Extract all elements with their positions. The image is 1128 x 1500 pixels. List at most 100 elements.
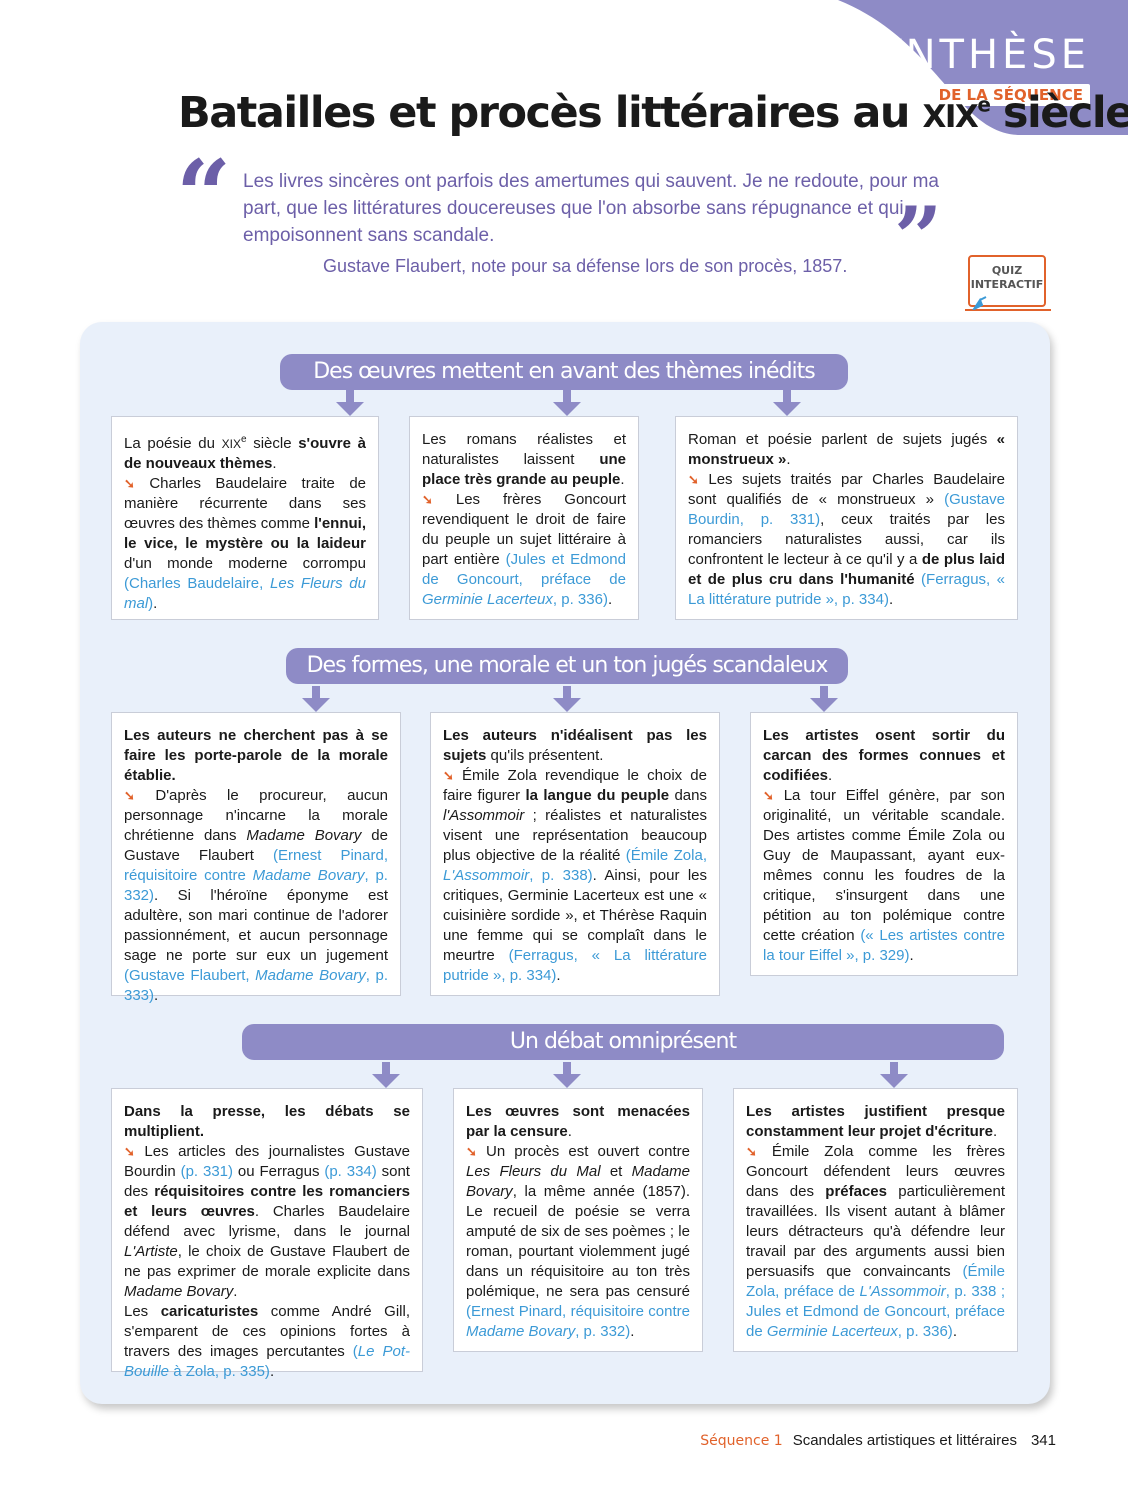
box-text-fragment: comme André Gill, s'emparent de ces opin… (124, 1303, 410, 1360)
box-text-fragment: Les auteurs n'idéalisent pas les sujets (443, 727, 707, 764)
box-text-fragment: Madame Bovary (255, 967, 366, 984)
box-text-fragment: Roman et poésie parlent de sujets jugés (688, 431, 997, 448)
quiz-underline (965, 309, 1051, 311)
box-text-fragment: (« Les artistes contre la tour Eiffel »,… (763, 927, 1006, 964)
arrow-down-icon (880, 1062, 908, 1088)
box-text-fragment: Un procès est ouvert contre (476, 1143, 690, 1160)
forms-box-morality: Les auteurs ne cherchent pas à se faire … (111, 712, 401, 1004)
arrow-down-icon (553, 390, 581, 416)
box-text-fragment: L'Artiste (124, 1243, 178, 1260)
box-text-fragment: de Gustave Flaubert (124, 827, 388, 864)
box-text-fragment: Madame Bovary (466, 1163, 690, 1200)
arrow-down-icon (372, 1062, 400, 1088)
bullet-arrow-icon: ➘ (124, 1144, 135, 1159)
title-text-start: Batailles et procès littéraires au (178, 88, 923, 138)
box-text-fragment: la langue du peuple (525, 787, 670, 804)
box-text-fragment: . (233, 1283, 238, 1300)
bullet-arrow-icon: ➘ (688, 472, 699, 487)
arrow-down-icon (553, 686, 581, 712)
box-text-fragment: l'Assommoir (443, 807, 525, 824)
box-text-fragment: , la même année (1857). Le recueil de po… (466, 1183, 690, 1300)
box-text-fragment: Les (124, 1303, 161, 1320)
box-text-fragment: Dans la presse, les débats se multiplien… (124, 1103, 410, 1140)
box-text-fragment: Madame Bovary (466, 1323, 576, 1340)
box-text-fragment: . (630, 1323, 635, 1340)
box-text-fragment: . (607, 591, 613, 608)
box-text-fragment: . (888, 591, 894, 608)
debate-box-prefaces: Les artistes justifient presque constamm… (733, 1088, 1018, 1352)
box-text-fragment: , p. 338 ; Jules et Edmond de Goncourt, … (746, 1283, 1005, 1340)
box-text-fragment: Le Pot-Bouille (124, 1343, 410, 1380)
box-text-fragment: (p. 331) (180, 1163, 233, 1180)
box-text-fragment: Les articles des journalistes Gustave Bo… (124, 1143, 410, 1180)
box-text-fragment: « monstrueux » (688, 431, 1005, 468)
box-text-fragment: e (240, 434, 247, 445)
box-text-fragment: . (620, 471, 625, 488)
box-text-fragment: L'Assommoir (859, 1283, 946, 1300)
box-text-fragment: dans (669, 787, 707, 804)
arrow-down-icon (553, 1062, 581, 1088)
forms-box-artists: Les artistes osent sortir du carcan des … (750, 712, 1018, 976)
box-text-fragment: (Ferragus, « La littérature putride », p… (443, 947, 707, 984)
synthese-title: SYNTHÈSE (847, 32, 1090, 78)
bullet-arrow-icon: ➘ (443, 768, 454, 783)
box-text-fragment: . (269, 1363, 275, 1380)
section-heading-forms: Des formes, une morale et un ton jugés s… (286, 648, 848, 684)
box-text-fragment: Les artistes justifient presque constamm… (746, 1103, 1005, 1140)
box-text-fragment: (Gustave Flaubert, (124, 967, 256, 984)
box-text-fragment: et (600, 1163, 632, 1180)
section-heading-debate: Un débat omniprésent (242, 1024, 1004, 1060)
box-text-fragment: réquisitoires contre les romanciers et l… (124, 1183, 410, 1220)
footer-title: Scandales artistiques et littéraires (792, 1432, 1017, 1449)
box-text-fragment: (Gustave Bourdin, p. 331) (688, 491, 1005, 528)
box-text-fragment: sont des (124, 1163, 410, 1200)
bullet-arrow-icon: ➘ (763, 788, 774, 803)
bullet-arrow-icon: ➘ (466, 1144, 477, 1159)
box-text-fragment: Les Fleurs du mal (124, 575, 366, 612)
box-text-fragment: caricaturistes (160, 1303, 259, 1320)
box-text-fragment: Madame Bovary (124, 1283, 234, 1300)
cursor-arrow-icon (972, 296, 987, 310)
box-text-fragment: d'un monde moderne corrompu (124, 555, 366, 572)
box-text-fragment: ( (352, 1343, 358, 1360)
box-text-fragment: . (992, 1123, 998, 1140)
box-text-fragment: . (828, 767, 833, 784)
box-text-fragment: La poésie du (124, 435, 222, 452)
title-century: XIX (922, 99, 979, 135)
forms-box-realism: Les auteurs n'idéalisent pas les sujets … (430, 712, 720, 996)
box-text-fragment: ou Ferragus (233, 1163, 325, 1180)
page-number: 341 (1030, 1432, 1056, 1449)
debate-box-press: Dans la presse, les débats se multiplien… (111, 1088, 423, 1380)
theme-box-people: Les romans réalistes et naturalistes lai… (409, 416, 639, 620)
box-text-fragment: préfaces (825, 1183, 887, 1200)
box-text-fragment: s'ouvre à de nouveaux thèmes (124, 435, 366, 472)
box-text-fragment: . (786, 451, 791, 468)
quiz-interactif-button[interactable]: QUIZ INTERACTIF (968, 255, 1046, 307)
box-text-fragment: Émile Zola comme les frères Goncourt déf… (746, 1143, 1005, 1200)
box-text-fragment: Les œuvres sont menacées par la censure (466, 1103, 690, 1140)
footer-sequence: Séquence 1 (700, 1433, 783, 1449)
box-text-fragment: siècle (246, 435, 299, 452)
box-text-fragment: L'Assommoir (443, 867, 530, 884)
page-title: Batailles et procès littéraires au XIXe … (178, 88, 1128, 138)
box-text-fragment: , p. 338) (529, 867, 593, 884)
box-text-fragment: , p. 332) (124, 867, 388, 904)
box-text-fragment: , p. 333) (124, 967, 388, 1004)
quiz-label-1: QUIZ (991, 264, 1023, 277)
section-heading-themes: Des œuvres mettent en avant des thèmes i… (280, 354, 848, 390)
box-text-fragment: . (556, 967, 561, 984)
synthesis-panel: Des œuvres mettent en avant des thèmes i… (80, 322, 1050, 1404)
box-text-fragment: , p. 336) (897, 1323, 953, 1340)
box-text-fragment: une place très grande au peuple (422, 451, 626, 488)
box-text-fragment: D'après le procureur, aucun personnage n… (124, 787, 388, 844)
box-text-fragment: (Émile Zola, préface de (746, 1263, 1005, 1300)
box-text-fragment: (Ernest Pinard, réquisitoire contre (124, 847, 388, 884)
box-text-fragment: Les Fleurs du Mal (466, 1163, 601, 1180)
quote-text: Les livres sincères ont parfois des amer… (243, 171, 939, 246)
box-text-fragment: . (952, 1323, 957, 1340)
quiz-label-2: INTERACTIF (970, 278, 1044, 291)
theme-box-monstrous: Roman et poésie parlent de sujets jugés … (675, 416, 1018, 620)
sequence-label: DE LA SÉQUENCE (931, 84, 1090, 106)
box-text-fragment: (Émile Zola, (625, 847, 707, 864)
box-text-fragment: de plus laid et de plus cru dans l'human… (688, 551, 1006, 588)
